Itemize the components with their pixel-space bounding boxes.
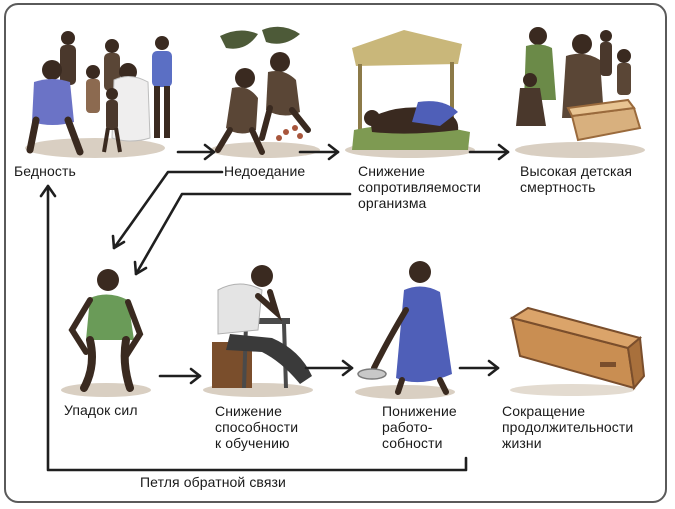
- arrow-work-capacity-to-life-expectancy: [458, 359, 500, 377]
- arrow-low-resistance-to-child-mortality: [468, 143, 510, 161]
- node-life-expectancy: Сокращение продолжительности жизни: [502, 403, 634, 451]
- node-poverty: Бедность: [14, 163, 76, 179]
- arrow-malnutrition-to-fatigue: [111, 170, 224, 250]
- feedback-loop-arrow: [39, 184, 468, 472]
- node-low-resistance: Снижение сопротивляемости организма: [358, 163, 481, 211]
- node-work-capacity: Понижение работо- собности: [382, 403, 457, 451]
- feedback-loop-label: Петля обратной связи: [140, 474, 286, 490]
- illustration-low-resistance: [345, 30, 475, 158]
- node-malnutrition: Недоедание: [224, 163, 306, 179]
- illustration-life-expectancy: [509, 306, 646, 396]
- arrow-low-resistance-to-fatigue: [133, 192, 352, 276]
- illustration-work-capacity: [355, 261, 455, 399]
- arrow-learning-to-work-capacity: [304, 359, 354, 377]
- arrow-malnutrition-to-low-resistance: [298, 143, 340, 161]
- illustration-malnutrition: [210, 26, 320, 158]
- illustration-fatigue: [61, 269, 151, 397]
- node-child-mortality: Высокая детская смертность: [520, 163, 633, 195]
- illustration-child-mortality: [515, 27, 645, 158]
- arrow-poverty-to-malnutrition: [176, 143, 216, 161]
- illustration-poverty: [25, 31, 172, 158]
- node-fatigue: Упадок сил: [64, 402, 138, 418]
- arrow-fatigue-to-learning: [158, 367, 202, 385]
- node-learning: Снижение способности к обучению: [215, 403, 299, 451]
- illustration-learning: [203, 265, 313, 397]
